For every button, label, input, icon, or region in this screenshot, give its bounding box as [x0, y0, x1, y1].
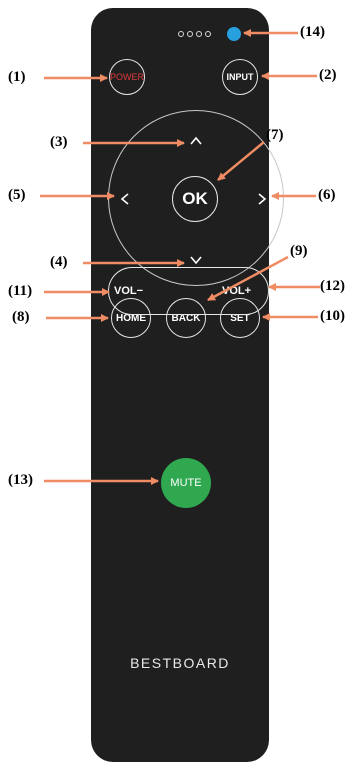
- chevron-right-icon[interactable]: [255, 192, 269, 206]
- mute-label: MUTE: [170, 477, 202, 489]
- callout-6: (6): [318, 187, 336, 203]
- ok-button[interactable]: OK: [172, 176, 218, 222]
- led-indicator: [227, 27, 241, 41]
- power-label: POWER: [110, 72, 145, 82]
- chevron-left-icon[interactable]: [118, 192, 132, 206]
- callout-8: (8): [12, 309, 30, 325]
- back-button[interactable]: BACK: [166, 298, 206, 338]
- callout-3: (3): [50, 134, 68, 150]
- callout-2: (2): [319, 67, 337, 83]
- home-label: HOME: [116, 312, 146, 324]
- vol-down-button[interactable]: VOL−: [114, 285, 144, 297]
- callout-12: (12): [320, 278, 345, 294]
- indicator-dot: [178, 31, 184, 37]
- callout-14: (14): [300, 24, 325, 40]
- chevron-down-icon[interactable]: [189, 253, 203, 267]
- callout-13: (13): [8, 472, 33, 488]
- arrow-7: [217, 141, 265, 181]
- indicator-dot: [205, 31, 211, 37]
- indicator-dot: [187, 31, 193, 37]
- power-button[interactable]: POWER: [109, 59, 145, 95]
- indicator-dot: [196, 31, 202, 37]
- callout-4: (4): [50, 254, 68, 270]
- set-button[interactable]: SET: [220, 298, 260, 338]
- set-label: SET: [230, 312, 250, 324]
- callout-7: (7): [266, 127, 284, 143]
- input-button[interactable]: INPUT: [222, 59, 258, 95]
- input-label: INPUT: [226, 72, 254, 82]
- callout-11: (11): [8, 283, 33, 299]
- callout-5: (5): [8, 187, 26, 203]
- arrow-9: [207, 255, 289, 302]
- chevron-up-icon[interactable]: [189, 134, 203, 148]
- callout-1: (1): [8, 69, 26, 85]
- ok-label: OK: [182, 189, 208, 208]
- callout-10: (10): [320, 308, 345, 324]
- brand-logo: BESTBOARD: [130, 655, 230, 671]
- back-label: BACK: [171, 312, 201, 324]
- callout-9: (9): [290, 243, 308, 259]
- mute-button[interactable]: MUTE: [161, 458, 211, 508]
